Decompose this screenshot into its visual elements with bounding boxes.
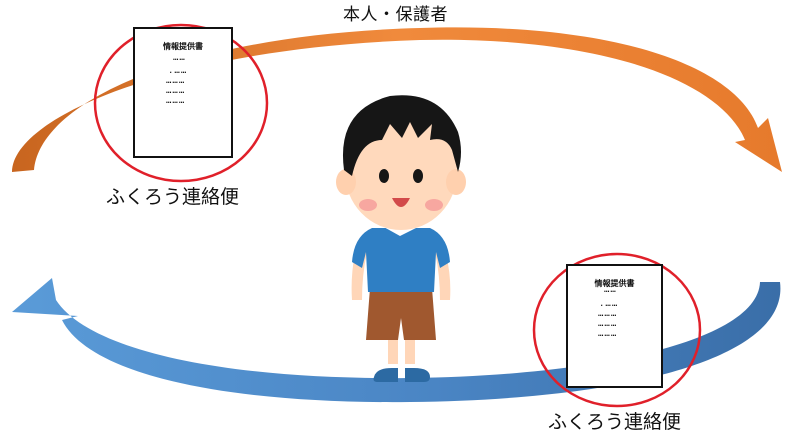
document-line: ……… bbox=[166, 86, 186, 96]
note-caption-left: ふくろう連絡便 bbox=[106, 186, 240, 208]
document-line: ……… bbox=[598, 309, 618, 319]
document-line: .…… bbox=[168, 66, 188, 76]
highlight-circle-left bbox=[93, 23, 269, 183]
document-line: …… bbox=[604, 285, 617, 295]
document-line: ……… bbox=[598, 329, 618, 339]
note-caption-right: ふくろう連絡便 bbox=[548, 411, 682, 433]
document-line: ……… bbox=[166, 96, 186, 106]
document-line: .…… bbox=[599, 299, 619, 309]
document-right: 情報提供書 …… .…… ……… ……… ……… bbox=[566, 264, 663, 388]
document-line: ……… bbox=[166, 76, 186, 86]
document-line: …… bbox=[173, 53, 186, 63]
child-illustration bbox=[336, 95, 466, 382]
document-left: 情報提供書 …… .…… ……… ……… ……… bbox=[133, 27, 233, 158]
document-heading: 情報提供書 bbox=[594, 279, 635, 288]
document-heading: 情報提供書 bbox=[163, 42, 203, 51]
highlight-circle-right bbox=[532, 252, 702, 408]
top-label: 本人・保護者 bbox=[343, 5, 448, 25]
document-line: ……… bbox=[598, 319, 618, 329]
